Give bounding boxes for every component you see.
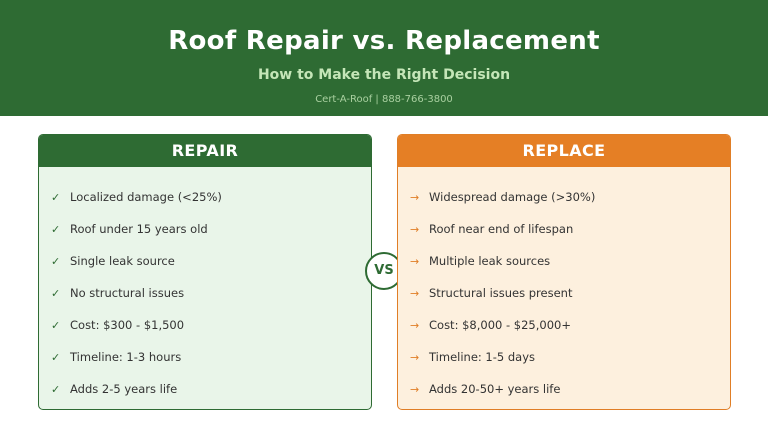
repair-card: REPAIR ✓ Localized damage (<25%) ✓ Roof un… — [38, 134, 372, 410]
replace-item-label: Adds 20-50+ years life — [429, 382, 561, 396]
repair-item: ✓ Adds 2-5 years life — [39, 373, 371, 405]
replace-item: → Timeline: 1-5 days — [398, 341, 730, 373]
repair-item: ✓ Cost: $300 - $1,500 — [39, 309, 371, 341]
page-subtitle: How to Make the Right Decision — [257, 67, 511, 83]
replace-item: → Adds 20-50+ years life — [398, 373, 730, 405]
check-icon: ✓ — [51, 286, 61, 300]
replace-heading: REPLACE — [398, 135, 730, 167]
vs-badge: VS — [365, 252, 403, 290]
repair-item-label: Single leak source — [70, 254, 175, 268]
header-banner: Roof Repair vs. Replacement How to Make … — [0, 0, 768, 116]
replace-item: → Structural issues present — [398, 277, 730, 309]
repair-list: ✓ Localized damage (<25%) ✓ Roof under 15 … — [39, 167, 371, 405]
replace-item: → Multiple leak sources — [398, 245, 730, 277]
repair-item-label: No structural issues — [70, 286, 185, 300]
check-icon: ✓ — [51, 222, 61, 236]
arrow-right-icon: → — [410, 254, 420, 268]
repair-item-label: Roof under 15 years old — [70, 222, 208, 236]
check-icon: ✓ — [51, 318, 61, 332]
replace-item-label: Roof near end of lifespan — [429, 222, 574, 236]
repair-item: ✓ Timeline: 1-3 hours — [39, 341, 371, 373]
check-icon: ✓ — [51, 350, 61, 364]
replace-item-label: Widespread damage (>30%) — [429, 190, 596, 204]
arrow-right-icon: → — [410, 318, 420, 332]
repair-item-label: Adds 2-5 years life — [70, 382, 178, 396]
repair-item: ✓ No structural issues — [39, 277, 371, 309]
repair-item: ✓ Single leak source — [39, 245, 371, 277]
repair-item-label: Timeline: 1-3 hours — [70, 350, 182, 364]
replace-item-label: Timeline: 1-5 days — [429, 350, 536, 364]
replace-item-label: Multiple leak sources — [429, 254, 551, 268]
arrow-right-icon: → — [410, 222, 420, 236]
replace-item: → Widespread damage (>30%) — [398, 181, 730, 213]
check-icon: ✓ — [51, 190, 61, 204]
replace-item-label: Structural issues present — [429, 286, 573, 300]
arrow-right-icon: → — [410, 350, 420, 364]
check-icon: ✓ — [51, 382, 61, 396]
replace-item: → Cost: $8,000 - $25,000+ — [398, 309, 730, 341]
replace-card: REPLACE → Widespread damage (>30%) → Roof … — [397, 134, 731, 410]
repair-item-label: Localized damage (<25%) — [70, 190, 222, 204]
arrow-right-icon: → — [410, 286, 420, 300]
arrow-right-icon: → — [410, 190, 420, 204]
arrow-right-icon: → — [410, 382, 420, 396]
contact-info: Cert-A-Roof | 888-766-3800 — [315, 94, 453, 105]
replace-list: → Widespread damage (>30%) → Roof near end… — [398, 167, 730, 405]
repair-item: ✓ Roof under 15 years old — [39, 213, 371, 245]
replace-item: → Roof near end of lifespan — [398, 213, 730, 245]
page-title: Roof Repair vs. Replacement — [168, 26, 600, 56]
repair-item: ✓ Localized damage (<25%) — [39, 181, 371, 213]
check-icon: ✓ — [51, 254, 61, 268]
replace-item-label: Cost: $8,000 - $25,000+ — [429, 318, 571, 332]
repair-item-label: Cost: $300 - $1,500 — [70, 318, 185, 332]
repair-heading: REPAIR — [39, 135, 371, 167]
